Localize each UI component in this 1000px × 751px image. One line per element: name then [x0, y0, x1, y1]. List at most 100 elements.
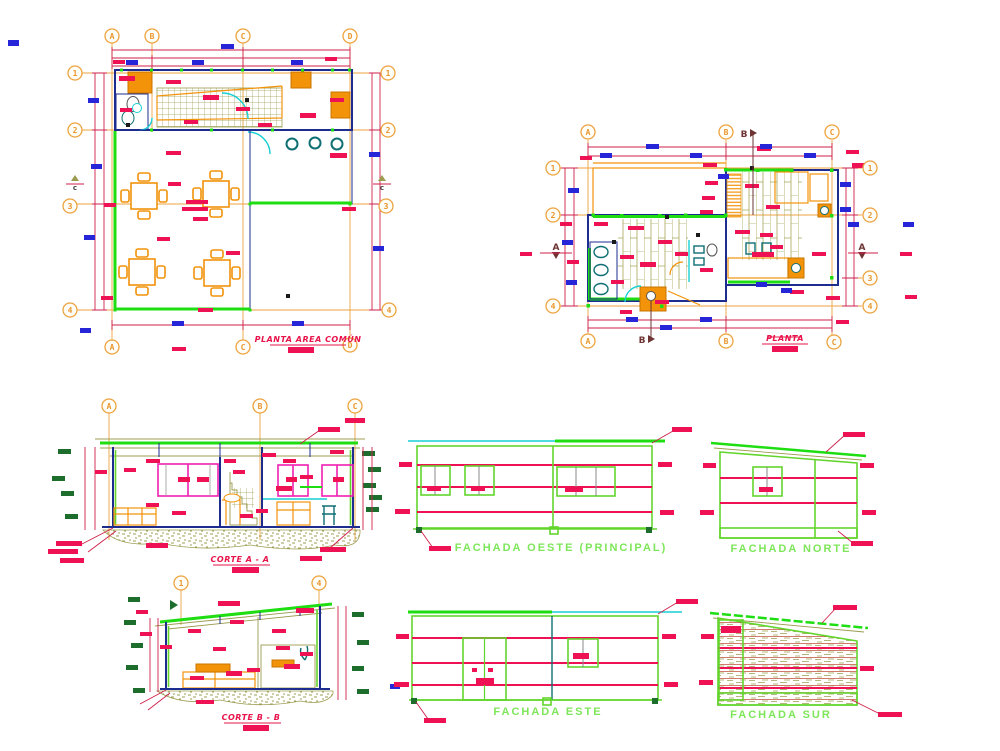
grid-bubble-p1-left-4: 4: [62, 302, 78, 318]
level-tags: [52, 449, 382, 519]
door-arcs: [221, 92, 271, 155]
svg-text:A: A: [859, 243, 866, 253]
svg-text:D: D: [348, 341, 353, 350]
title-planta: PLANTA: [762, 334, 808, 352]
svg-text:C: C: [241, 32, 246, 41]
fridge: [330, 91, 351, 119]
section-marker-c-right: c: [373, 175, 391, 192]
title-corte-b: CORTE B - B: [222, 713, 281, 731]
door-arc: [624, 285, 642, 303]
grid-bubble-p2-bot-b: B: [718, 333, 734, 349]
base-plinth: [719, 527, 858, 539]
plan-area-comun-drawing: c c: [8, 40, 391, 352]
svg-text:c: c: [380, 184, 384, 192]
title-fachada-este: FACHADA ESTE: [493, 706, 602, 718]
grid-bubble-p2-left-1: 1: [545, 160, 561, 176]
svg-text:C: C: [241, 343, 246, 352]
kitchen-counter: [156, 87, 283, 128]
grid-bubble-p2-top-c: C: [824, 124, 840, 140]
title-fachada-norte: FACHADA NORTE: [731, 543, 852, 555]
grid-bubble-p1-right-1: 1: [380, 65, 396, 81]
washer: [817, 203, 832, 218]
svg-text:2: 2: [73, 126, 78, 135]
ground-hatch: [155, 690, 334, 706]
fachada-norte-drawing: [700, 432, 876, 546]
svg-text:4: 4: [868, 302, 873, 311]
terrace-stools: [285, 136, 344, 151]
svg-text:2: 2: [868, 211, 873, 220]
grid-bubble-p2-bot-a: A: [580, 333, 596, 349]
grid-bubble-ca-b: B: [252, 398, 268, 414]
dining-tables: [118, 170, 241, 297]
chair: [322, 505, 336, 525]
window-wide: [556, 466, 616, 497]
svg-text:B: B: [150, 32, 155, 41]
grid-bubble-p1-left-2: 2: [67, 122, 83, 138]
closet: [809, 173, 829, 202]
section-marker-a-right: A: [848, 243, 878, 259]
svg-text:A: A: [107, 402, 112, 411]
svg-text:4: 4: [387, 306, 392, 315]
drawing-titles: PLANTA AREA COMÚN PLANTA CORTE A - A COR…: [211, 333, 852, 731]
svg-text:B: B: [741, 130, 748, 140]
dim-text-blocks-blue: [8, 40, 384, 333]
title-fachada-sur: FACHADA SUR: [730, 709, 832, 721]
fachada-oeste-drawing: [395, 427, 692, 551]
grid-bubble-p1-right-2: 2: [380, 122, 396, 138]
grid-bubble-cb-1: 1: [173, 575, 189, 591]
grid-bubble-p2-top-b: B: [718, 124, 734, 140]
svg-text:3: 3: [384, 202, 389, 211]
svg-text:4: 4: [68, 306, 73, 315]
annotation-blocks-red: [394, 599, 698, 723]
grid-bubble-p1-top-a: A: [104, 28, 120, 44]
corte-a-drawing: [48, 413, 382, 563]
svg-text:1: 1: [551, 164, 556, 173]
svg-text:B: B: [724, 337, 729, 346]
dim-text-blocks-blue: [562, 144, 914, 330]
svg-text:c: c: [73, 184, 77, 192]
annotation-blocks-red: [101, 57, 356, 352]
section-marker-a-left: A: [540, 243, 572, 259]
grid-bubble-p1-right-4: 4: [381, 302, 397, 318]
svg-text:A: A: [586, 128, 591, 137]
grid-bubble-ca-a: A: [101, 398, 117, 414]
planta-drawing: B B A A: [520, 129, 917, 346]
title-fachada-oeste: FACHADA OESTE (PRINCIPAL): [455, 542, 668, 554]
window: [567, 638, 599, 668]
wall-ticks: [113, 68, 352, 312]
wall-ticks: [586, 168, 834, 308]
bath-cluster: [669, 240, 718, 282]
grid-bubble-p2-bot-c: C: [826, 334, 842, 350]
grid-bubble-p2-right-2: 2: [862, 207, 878, 223]
annotation-blocks-red: [395, 427, 692, 551]
grid-bubble-p1-top-c: C: [235, 28, 251, 44]
svg-text:1: 1: [179, 579, 184, 588]
grid-bubble-p2-top-a: A: [580, 124, 596, 140]
section-marker-b-bottom: B: [639, 301, 655, 346]
fachada-sur-drawing: [699, 605, 902, 717]
annotation-blocks-red: [699, 605, 902, 717]
annotation-blocks-red: [700, 432, 876, 546]
grid-bubble-p1-right-3: 3: [378, 198, 394, 214]
svg-text:1: 1: [73, 69, 78, 78]
svg-text:3: 3: [68, 202, 73, 211]
wc-zone: [589, 241, 618, 300]
grid-bubble-cb-4: 4: [311, 575, 327, 591]
annotation-blocks-red: [136, 601, 314, 704]
svg-text:A: A: [553, 243, 560, 253]
section-marker-b-top: B: [741, 129, 757, 215]
grid-bubble-p2-right-4: 4: [862, 298, 878, 314]
grid-bubble-ca-c: C: [347, 398, 363, 414]
svg-text:C: C: [353, 402, 358, 411]
grid-bubble-p2-left-4: 4: [545, 298, 561, 314]
section-windows: [157, 463, 354, 497]
tank-room: [639, 286, 667, 312]
stove: [127, 71, 153, 94]
svg-text:1: 1: [868, 164, 873, 173]
grid-bubble-p1-top-d: D: [342, 28, 358, 44]
corner-column: [718, 619, 744, 701]
svg-text:PLANTA AREA COMÚN: PLANTA AREA COMÚN: [255, 333, 362, 344]
svg-text:CORTE A - A: CORTE A - A: [211, 555, 270, 564]
grid-bubble-p1-left-1: 1: [67, 65, 83, 81]
